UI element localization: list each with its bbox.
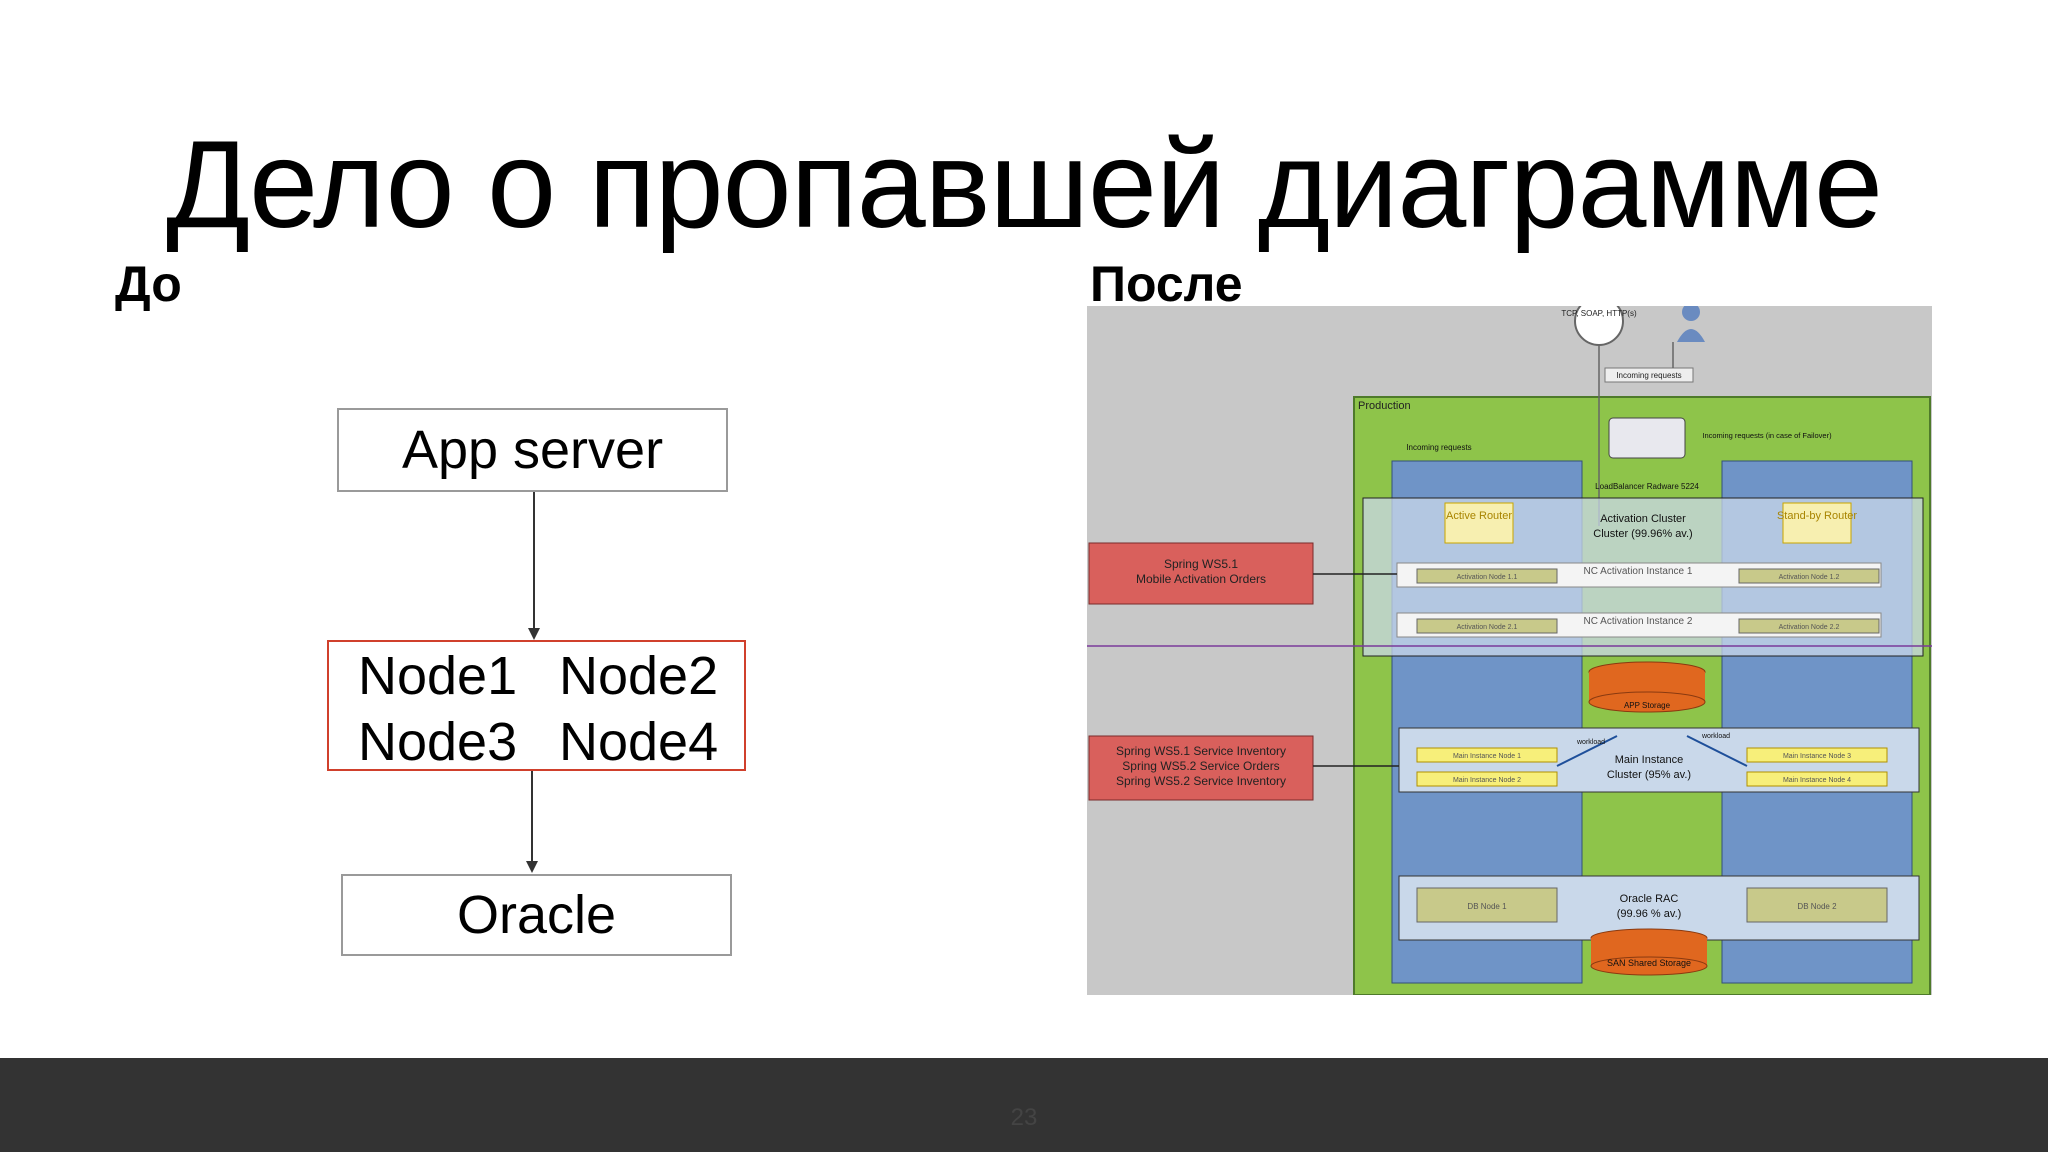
arrow-head — [526, 861, 538, 873]
main-node-1 — [1416, 747, 1558, 763]
incoming-left-label: Incoming requests — [1406, 443, 1471, 452]
activation-node-12 — [1738, 568, 1880, 584]
spring-inventory-box — [1088, 735, 1314, 801]
activation-node-21-label: Activation Node 2.1 — [1457, 624, 1518, 631]
spring-mobile-label-2: Mobile Activation Orders — [1136, 572, 1266, 586]
main-node-2 — [1416, 771, 1558, 787]
activation-node-22-label: Activation Node 2.2 — [1779, 624, 1840, 631]
spring-mobile-label-1: Spring WS5.1 — [1164, 557, 1238, 571]
arrow-head — [528, 628, 540, 640]
node3-label: Node3 — [358, 712, 518, 772]
architecture-diagram-image: Production TCP, SOAP, HTTP(s) Incoming r… — [1087, 306, 1932, 995]
workload-left-label: workload — [1576, 739, 1605, 746]
activation-node-12-label: Activation Node 1.2 — [1779, 574, 1840, 581]
node4-label: Node4 — [559, 712, 719, 772]
main-node-3 — [1746, 747, 1888, 763]
incoming-requests-label: Incoming requests — [1616, 371, 1681, 380]
san-storage-label: SAN Shared Storage — [1607, 958, 1691, 968]
active-router-label: Active Router — [1446, 510, 1512, 522]
main-node-2-label: Main Instance Node 2 — [1453, 777, 1521, 784]
active-router — [1444, 502, 1514, 544]
main-node-1-label: Main Instance Node 1 — [1453, 753, 1521, 760]
main-cluster-av: Cluster (95% av.) — [1607, 769, 1691, 781]
san-storage-bottom — [1590, 956, 1708, 976]
before-label: До — [115, 256, 182, 312]
oracle-rac-av: (99.96 % av.) — [1617, 908, 1682, 920]
footer-bar — [0, 1058, 2048, 1152]
connector-line — [533, 492, 535, 632]
activation-node-21 — [1416, 618, 1558, 634]
activation-node-22 — [1738, 618, 1880, 634]
page-number: 23 — [1010, 1104, 1038, 1131]
oracle-box: Oracle — [341, 874, 732, 956]
spring-inv-label-3: Spring WS5.2 Service Inventory — [1116, 774, 1286, 788]
standby-router — [1782, 502, 1852, 544]
app-storage-label: APP Storage — [1624, 701, 1671, 710]
after-label: После — [1090, 256, 1243, 312]
db-node-2 — [1746, 887, 1888, 923]
incoming-right-label: Incoming requests (in case of Failover) — [1702, 431, 1832, 440]
user-icon — [1682, 306, 1700, 321]
main-node-4 — [1746, 771, 1888, 787]
user-icon-body — [1677, 329, 1705, 342]
db-node-1 — [1416, 887, 1558, 923]
node1-label: Node1 — [358, 646, 518, 706]
protocol-label: TCP, SOAP, HTTP(s) — [1561, 309, 1637, 318]
db-node-1-label: DB Node 1 — [1467, 902, 1507, 911]
activation-cluster-label: Activation Cluster — [1600, 513, 1686, 525]
connector-line — [1556, 735, 1618, 767]
production-label: Production — [1358, 400, 1411, 412]
load-balancer-icon — [1608, 417, 1686, 459]
main-node-4-label: Main Instance Node 4 — [1783, 777, 1851, 784]
slide-title: Дело о пропавшей диаграмме — [166, 116, 1883, 254]
nodes-box: Node1 Node2 Node3 Node4 — [327, 640, 746, 772]
spring-inv-label-1: Spring WS5.1 Service Inventory — [1116, 744, 1286, 758]
app-storage-bottom — [1588, 691, 1706, 713]
connector-line — [1686, 735, 1748, 767]
node2-label: Node2 — [559, 646, 719, 706]
incoming-requests-box — [1604, 367, 1694, 383]
workload-right-label: workload — [1701, 733, 1730, 740]
nc-instance-1-label: NC Activation Instance 1 — [1584, 566, 1693, 577]
oracle-rac-label: Oracle RAC — [1620, 893, 1679, 905]
activation-node-11 — [1416, 568, 1558, 584]
connector-line — [531, 771, 533, 865]
main-cluster-label: Main Instance — [1615, 754, 1683, 766]
app-server-box: App server — [337, 408, 728, 492]
main-node-3-label: Main Instance Node 3 — [1783, 753, 1851, 760]
spring-inv-label-2: Spring WS5.2 Service Orders — [1122, 759, 1279, 773]
db-node-2-label: DB Node 2 — [1797, 902, 1837, 911]
standby-router-label: Stand-by Router — [1777, 510, 1857, 522]
load-balancer-label: LoadBalancer Radware 5224 — [1595, 482, 1699, 491]
activation-cluster-av: Cluster (99.96% av.) — [1593, 528, 1692, 540]
activation-node-11-label: Activation Node 1.1 — [1457, 574, 1518, 581]
spring-mobile-box — [1088, 542, 1314, 605]
nc-instance-2-label: NC Activation Instance 2 — [1584, 616, 1693, 627]
